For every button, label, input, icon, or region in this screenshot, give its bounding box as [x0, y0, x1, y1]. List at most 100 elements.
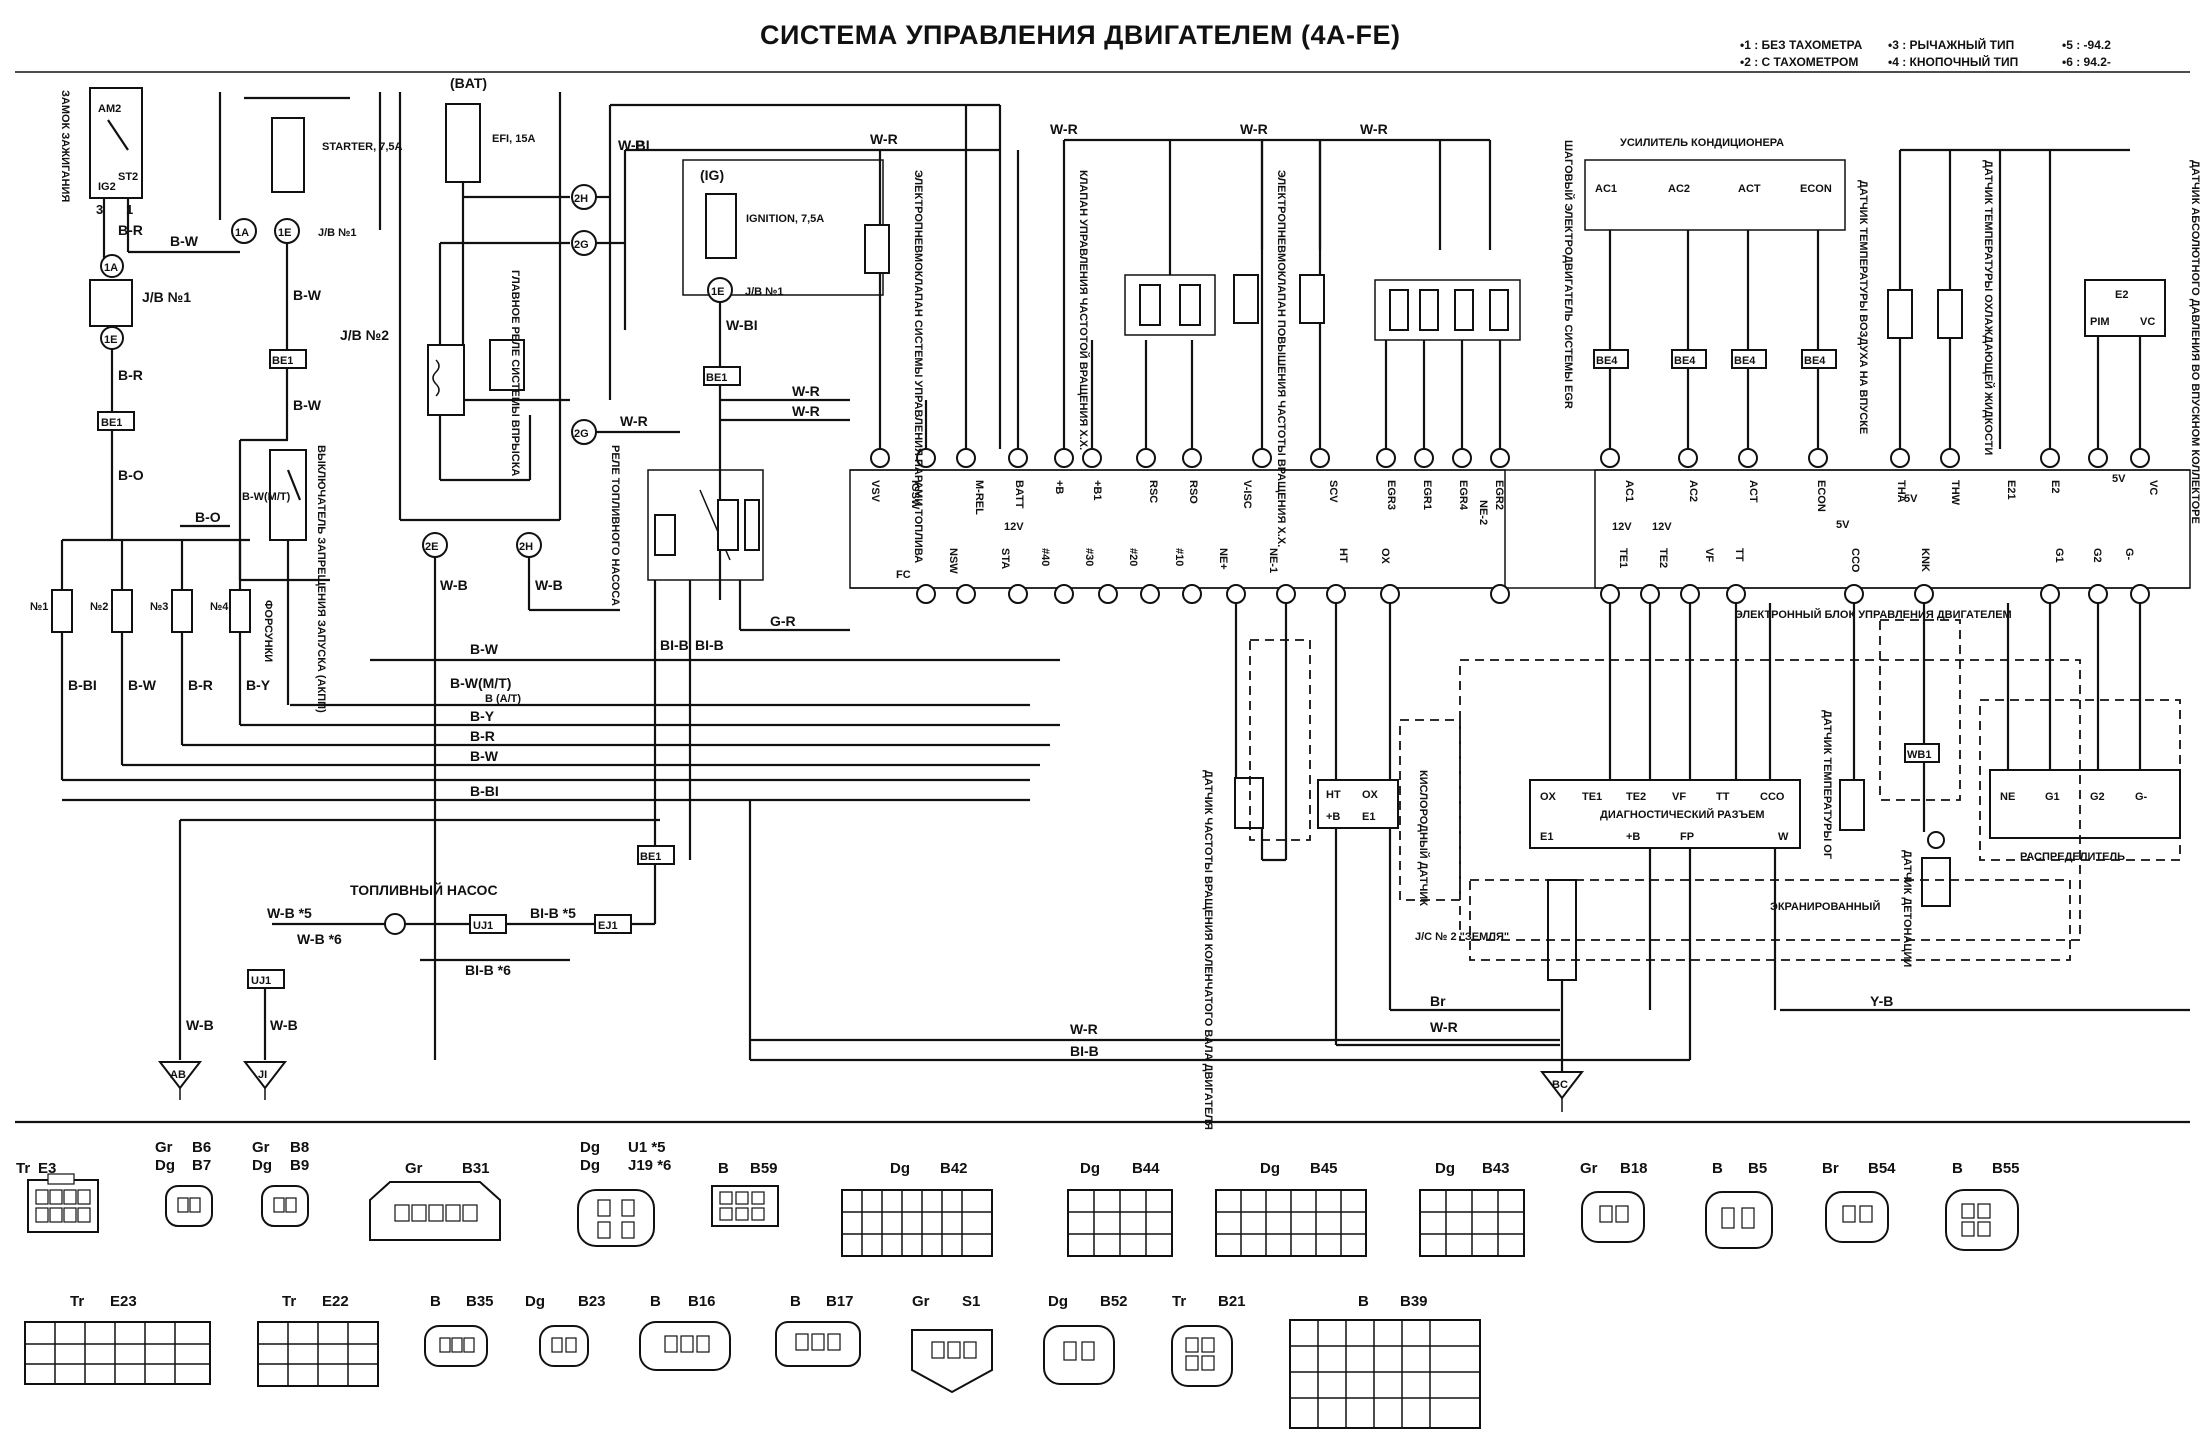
fuel-pump-label: ТОПЛИВНЫЙ НАСОС [350, 881, 498, 898]
svg-text:AM2: AM2 [98, 103, 121, 115]
intake-air-temp-label: ДАТЧИК ТЕМПЕРАТУРЫ ВОЗДУХА НА ВПУСКЕ [1857, 180, 1869, 434]
ignition-switch-label: ЗАМОК ЗАЖИГАНИЯ [59, 90, 71, 202]
jb2-label: J/B №2 [340, 327, 389, 343]
fuel-pump: ТОПЛИВНЫЙ НАСОС UJ1 EJ1 W-B *5 W-B *6 BI… [267, 881, 655, 978]
svg-text:B-W: B-W [128, 677, 157, 693]
main-relay-label: ГЛАВНОЕ РЕЛЕ СИСТЕМЫ ВПРЫСКА [509, 270, 521, 476]
svg-text:2H: 2H [574, 193, 588, 205]
ground-bc: BC [1539, 1071, 1585, 1112]
svg-text:VF: VF [1703, 548, 1715, 562]
svg-text:NE-2: NE-2 [1477, 500, 1489, 525]
svg-text:BATT: BATT [1013, 480, 1025, 509]
rail-label-yb: Y-B [1870, 993, 1893, 1009]
svg-text:RSO: RSO [1187, 480, 1199, 504]
ignition-fuse-label: IGNITION, 7,5A [746, 213, 824, 225]
efi-fuse [445, 103, 481, 183]
svg-text:W-R: W-R [792, 403, 820, 419]
svg-text:ECON: ECON [1800, 183, 1832, 195]
svg-text:OX: OX [1540, 791, 1557, 803]
bus-label-bbi: B-BI [470, 783, 499, 799]
svg-text:TE2: TE2 [1657, 548, 1669, 568]
svg-text:W-R: W-R [792, 383, 820, 399]
svg-text:BE4: BE4 [1674, 355, 1696, 367]
svg-text:BE1: BE1 [706, 372, 727, 384]
svg-text:VC: VC [2140, 316, 2155, 328]
svg-text:B-W: B-W [293, 287, 322, 303]
svg-text:BE4: BE4 [1734, 355, 1756, 367]
svg-text:EGR2: EGR2 [1493, 480, 1505, 510]
svg-text:№2: №2 [90, 601, 108, 613]
bus-label-b-at: B (A/T) [485, 693, 521, 705]
svg-text:2E: 2E [425, 541, 438, 553]
legend-item-before-94: •5 : -94.2 [2062, 38, 2111, 52]
svg-text:RSC: RSC [1147, 480, 1159, 503]
svg-text:VF: VF [1672, 791, 1686, 803]
svg-text:STA: STA [999, 548, 1011, 569]
svg-text:W-BI: W-BI [618, 137, 650, 153]
svg-text:G-: G- [2135, 791, 2148, 803]
svg-text:KNK: KNK [1919, 548, 1931, 572]
bus-label-br: B-R [470, 728, 495, 744]
svg-text:BE4: BE4 [1596, 355, 1618, 367]
svg-text:BE4: BE4 [1804, 355, 1826, 367]
svg-text:JI: JI [258, 1069, 267, 1081]
page-title: СИСТЕМА УПРАВЛЕНИЯ ДВИГАТЕЛЕМ (4A-FE) [760, 20, 1401, 50]
svg-text:#10: #10 [1173, 548, 1185, 566]
svg-text:AB: AB [170, 1069, 186, 1081]
svg-text:E1: E1 [1540, 831, 1553, 843]
coolant-temp-label: ДАТЧИК ТЕМПЕРАТУРЫ ОХЛАЖДАЮЩЕЙ ЖИДКОСТИ [1982, 160, 1995, 455]
starter-fuse-label: STARTER, 7,5A [322, 141, 403, 153]
isc-valve-label: КЛАПАН УПРАВЛЕНИЯ ЧАСТОТОЙ ВРАЩЕНИЯ Х.Х. [1077, 170, 1090, 450]
crank-sensor-label: ДАТЧИК ЧАСТОТЫ ВРАЩЕНИЯ КОЛЕНЧАТОГО ВАЛА… [1202, 770, 1214, 1130]
fuel-vapor-vsv: ЭЛЕКТРОПНЕВМОКЛАПАН СИСТЕМЫ УПРАВЛЕНИЯ П… [864, 170, 924, 563]
svg-text:E1: E1 [1362, 811, 1375, 823]
svg-text:BI-B *5: BI-B *5 [530, 905, 576, 921]
egr-stepper-label: ШАГОВЫЙ ЭЛЕКТРОДВИГАТЕЛЬ СИСТЕМЫ EGR [1562, 140, 1575, 409]
svg-text:B-O: B-O [195, 509, 221, 525]
idle-up-vsv-label: ЭЛЕКТРОПНЕВМОКЛАПАН ПОВЫШЕНИЯ ЧАСТОТЫ ВР… [1275, 170, 1287, 547]
ecu: ЭЛЕКТРОННЫЙ БЛОК УПРАВЛЕНИЯ ДВИГАТЕЛЕМ [849, 469, 2191, 621]
svg-text:G-: G- [2123, 548, 2135, 561]
svg-text:12V: 12V [1612, 521, 1632, 533]
svg-text:TE1: TE1 [1582, 791, 1602, 803]
svg-text:+B: +B [1326, 811, 1340, 823]
legend-item-no-tach: •1 : БЕЗ ТАХОМЕТРА [1740, 38, 1863, 52]
svg-text:B-W(M/T): B-W(M/T) [242, 491, 291, 503]
svg-text:B-R: B-R [118, 367, 143, 383]
diag-connector-label: ДИАГНОСТИЧЕСКИЙ РАЗЪЕМ [1600, 808, 1765, 821]
svg-text:FP: FP [1680, 831, 1694, 843]
svg-text:TT: TT [1733, 548, 1745, 562]
svg-text:EJ1: EJ1 [598, 920, 618, 932]
svg-text:BE1: BE1 [272, 355, 293, 367]
svg-text:W-B *5: W-B *5 [267, 905, 312, 921]
o2-sensor-label: КИСЛОРОДНЫЙ ДАТЧИК [1417, 770, 1430, 906]
efi-fuse-label: EFI, 15A [492, 133, 535, 145]
svg-text:+B: +B [1053, 480, 1065, 494]
distributor-label: РАСПРЕДЕЛИТЕЛЬ [2020, 851, 2125, 863]
fuel-pump-relay-label: РЕЛЕ ТОПЛИВНОГО НАСОСА [609, 445, 621, 606]
svg-text:P: P [635, 137, 644, 153]
svg-text:BE1: BE1 [640, 851, 661, 863]
svg-text:B-R: B-R [118, 222, 143, 238]
svg-text:B-BI: B-BI [68, 677, 97, 693]
legend-item-lever: •3 : РЫЧАЖНЫЙ ТИП [1888, 38, 2015, 52]
svg-text:W-R: W-R [1050, 121, 1078, 137]
ecu-bottom-pins: FC NSW STA #40 #30 #20 #10 NE+ NE-1 HT O… [896, 500, 2135, 581]
svg-text:2H: 2H [519, 541, 533, 553]
svg-text:1: 1 [126, 202, 133, 217]
svg-text:J/B №1: J/B №1 [318, 227, 357, 239]
svg-text:1E: 1E [104, 334, 117, 346]
svg-text:BC: BC [1552, 1079, 1568, 1091]
svg-text:G2: G2 [2091, 548, 2103, 563]
legend-item-button: •4 : КНОПОЧНЫЙ ТИП [1888, 55, 2019, 69]
svg-text:B-O: B-O [118, 467, 144, 483]
start-inhibit-switch: ВЫКЛЮЧАТЕЛЬ ЗАПРЕЩЕНИЯ ЗАПУСКА (АКПП) B-… [238, 438, 330, 713]
svg-text:W-B: W-B [186, 1017, 214, 1033]
svg-text:G-R: G-R [770, 613, 796, 629]
svg-text:#20: #20 [1127, 548, 1139, 566]
